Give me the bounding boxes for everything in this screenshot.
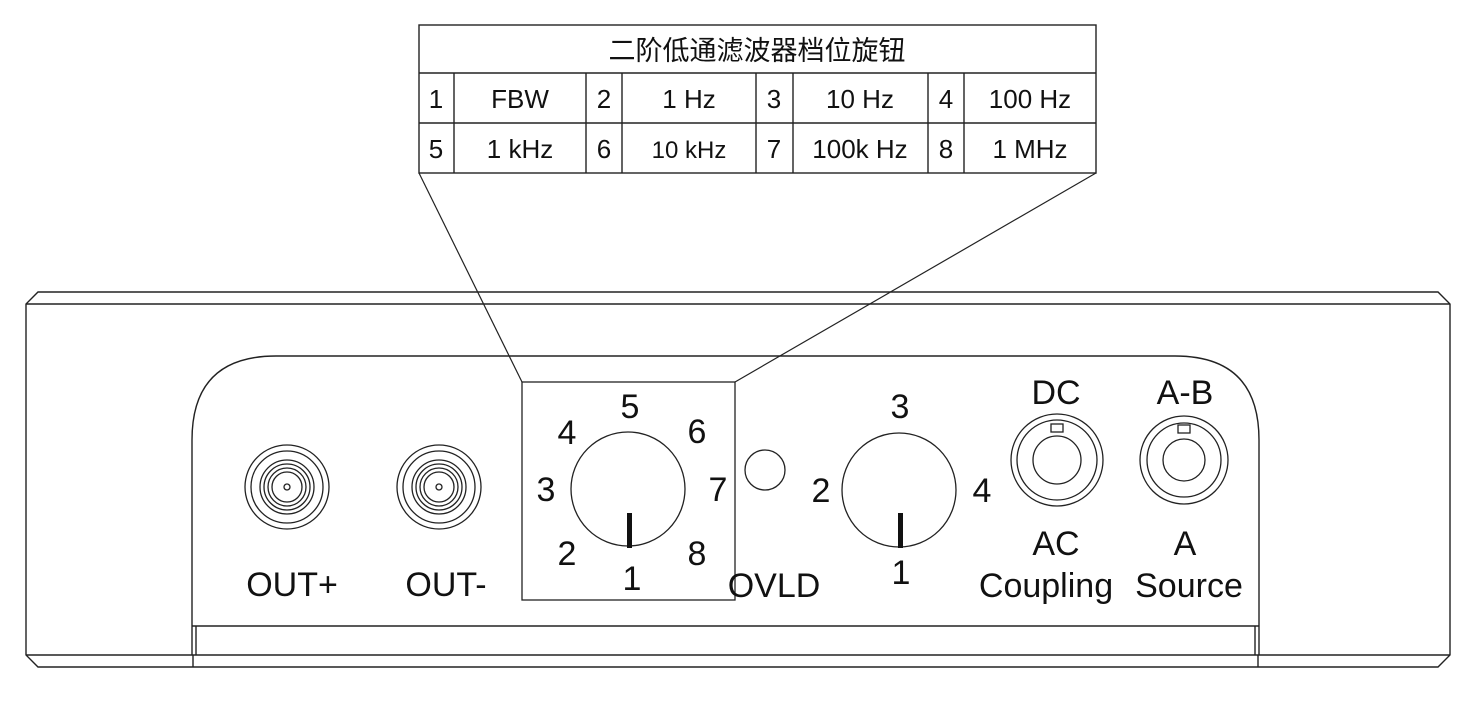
- source-label: Source: [1135, 567, 1243, 605]
- knob-position-label: 2: [812, 472, 831, 510]
- source-bottom-label: A: [1174, 525, 1197, 563]
- ovld-indicator-led: [744, 449, 786, 491]
- out-minus-connector[interactable]: [396, 444, 482, 530]
- filter-range-table: [418, 24, 1097, 174]
- table-cell-num: 6: [597, 134, 611, 164]
- table-cell-num: 4: [939, 84, 953, 114]
- knob-position-label: 8: [688, 535, 707, 573]
- ovld-label: OVLD: [728, 567, 821, 605]
- front-panel-plate: [191, 355, 1260, 655]
- knob-position-label: 5: [621, 388, 640, 426]
- source-switch[interactable]: [1139, 415, 1229, 505]
- callout-leader-lines: [418, 172, 1097, 383]
- instrument-enclosure: [25, 291, 1451, 668]
- table-cell-value: 100 Hz: [989, 84, 1071, 114]
- table-cell-value: 1 kHz: [487, 134, 553, 164]
- table-cell-value: 1 Hz: [662, 84, 715, 114]
- gain-knob[interactable]: [841, 432, 957, 548]
- table-cell-value: 100k Hz: [812, 134, 907, 164]
- filter-knob-position-labels: 1 2 3 4 5 6 7 8: [537, 388, 728, 598]
- gain-knob-position-labels: 1 2 3 4: [812, 388, 992, 592]
- out-plus-label: OUT+: [246, 566, 338, 604]
- knob-pointer: [627, 513, 632, 548]
- table-cell-num: 8: [939, 134, 953, 164]
- knob-position-label: 6: [688, 413, 707, 451]
- knob-position-label: 4: [973, 472, 992, 510]
- knob-position-label: 7: [709, 471, 728, 509]
- table-cell-value: 10 kHz: [652, 137, 727, 164]
- filter-range-knob[interactable]: [570, 431, 686, 548]
- knob-position-label: 1: [623, 560, 642, 598]
- coupling-switch[interactable]: [1010, 413, 1104, 507]
- table-cell-value: 10 Hz: [826, 84, 894, 114]
- table-title: 二阶低通滤波器档位旋钮: [609, 36, 906, 67]
- table-cell-num: 3: [767, 84, 781, 114]
- table-cell-num: 2: [597, 84, 611, 114]
- knob-position-label: 3: [891, 388, 910, 426]
- table-cell-num: 1: [429, 84, 443, 114]
- knob-position-label: 4: [558, 414, 577, 452]
- out-plus-connector[interactable]: [244, 444, 330, 530]
- table-cell-num: 5: [429, 134, 443, 164]
- knob-position-label: 3: [537, 471, 556, 509]
- out-minus-label: OUT-: [405, 566, 486, 604]
- knob-pointer: [898, 513, 903, 548]
- knob-position-label: 2: [558, 535, 577, 573]
- coupling-label: Coupling: [979, 567, 1113, 605]
- table-cell-num: 7: [767, 134, 781, 164]
- knob-position-label: 1: [892, 554, 911, 592]
- source-top-label: A-B: [1157, 374, 1214, 412]
- coupling-top-label: DC: [1031, 374, 1080, 412]
- filter-knob-callout-box: [521, 381, 736, 601]
- coupling-bottom-label: AC: [1032, 525, 1079, 563]
- table-cell-value: FBW: [491, 84, 549, 114]
- table-cell-value: 1 MHz: [992, 134, 1067, 164]
